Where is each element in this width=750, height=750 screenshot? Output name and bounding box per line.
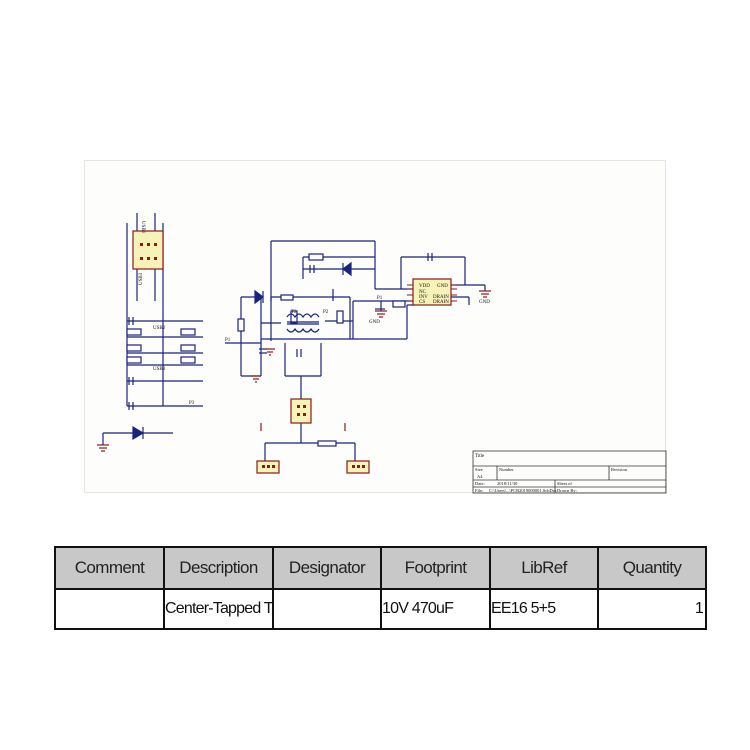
label-usb1: USB1 — [140, 221, 145, 234]
passive-components — [126, 253, 406, 447]
component-pin-dots — [140, 243, 365, 468]
header-comment: Comment — [54, 546, 165, 590]
cell-description: Center-Tapped Trans — [163, 588, 274, 630]
label-t2: T2 — [291, 310, 297, 315]
label-usb2: USB2 — [153, 326, 166, 331]
cell-quantity: 1 — [597, 588, 707, 630]
label-p2: P2 — [323, 310, 329, 315]
ic-pin-inv: INV — [419, 295, 428, 300]
header-description: Description — [163, 546, 274, 590]
date-label: Date: — [475, 481, 485, 486]
ic-pin-drain-1: DRAIN — [433, 295, 449, 300]
cell-designator — [272, 588, 382, 630]
title-label: Title — [475, 454, 485, 459]
ic-pin-gnd: GND — [437, 284, 448, 289]
header-footprint: Footprint — [380, 546, 491, 590]
size-value: A4 — [477, 474, 483, 479]
label-gnd-right: GND — [479, 300, 490, 305]
label-p1-ic: P1 — [377, 296, 383, 301]
ground-symbols — [97, 290, 491, 452]
ic-pin-nc: NC — [419, 290, 427, 295]
ic-pin-vdd: VDD — [419, 284, 430, 289]
label-gnd-ic: GND — [369, 320, 380, 325]
date-value: 2018/11/30 — [497, 481, 518, 486]
title-block — [472, 450, 667, 494]
bom-header-row: Comment Description Designator Footprint… — [54, 546, 707, 590]
ic-pin-drain-2: DRAIN — [433, 300, 449, 305]
ic-pins — [407, 284, 457, 302]
ic-pin-cs: CS — [419, 300, 425, 305]
label-p3: P3 — [189, 401, 195, 406]
transformer-t2 — [286, 313, 320, 333]
component-bodies — [132, 230, 452, 474]
header-quantity: Quantity — [597, 546, 707, 590]
label-usb3-vertical: USB3 — [139, 272, 144, 285]
cell-footprint: 10V 470uF — [380, 588, 491, 630]
cell-libref: EE16 5+5 — [489, 588, 599, 630]
header-designator: Designator — [272, 546, 382, 590]
file-value: C:\Users\...\PCB2019000001.SchDoc — [489, 488, 557, 493]
bom-table: Comment Description Designator Footprint… — [54, 546, 707, 630]
number-label: Number — [499, 467, 514, 472]
title-block-text: Title Size A4 Number Revision Date: 2018… — [475, 454, 628, 493]
schematic-diagram: USB1 USB3 USB2 USB3 P3 P1 P1 T2 P2 GND G… — [97, 213, 667, 494]
size-label: Size — [475, 467, 483, 472]
schematic-sheet: USB1 USB3 USB2 USB3 P3 P1 P1 T2 P2 GND G… — [84, 160, 667, 494]
label-p1-left: P1 — [225, 338, 231, 343]
capacitors — [128, 253, 433, 410]
file-label: File: — [475, 488, 483, 493]
label-usb3: USB3 — [153, 367, 166, 372]
revision-label: Revision — [611, 467, 628, 472]
diodes — [132, 261, 352, 441]
drawn-by-label: Drawn By: — [557, 488, 577, 493]
schematic-labels: USB1 USB3 USB2 USB3 P3 P1 P1 T2 P2 GND G… — [139, 221, 490, 406]
sheet-label: Sheet of — [557, 481, 572, 486]
header-libref: LibRef — [489, 546, 599, 590]
table-row: Center-Tapped Trans 10V 470uF EE16 5+5 1 — [54, 588, 707, 630]
cell-comment — [54, 588, 165, 630]
